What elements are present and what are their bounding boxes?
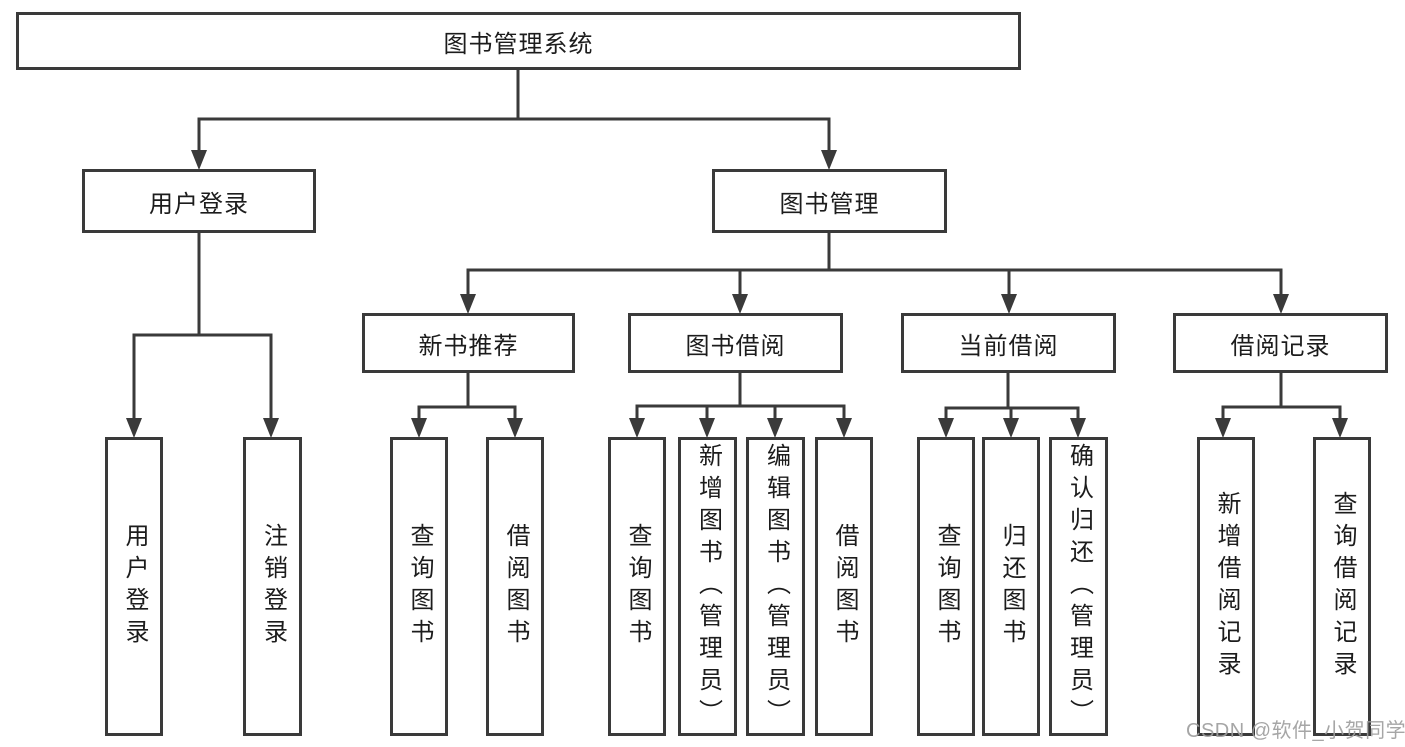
leaf-user-login: 用户登录	[105, 437, 163, 736]
leaf-borrow-query-books: 查询图书	[608, 437, 666, 736]
node-root-system: 图书管理系统	[16, 12, 1021, 70]
connector-current-borrow	[944, 373, 1080, 424]
csdn-watermark: CSDN @软件_小贺同学	[1186, 720, 1405, 742]
node-borrow-records: 借阅记录	[1173, 313, 1388, 373]
connector-borrow-records	[1221, 373, 1342, 424]
leaf-return-books: 归还图书	[982, 437, 1040, 736]
leaf-add-borrow-record: 新增借阅记录	[1197, 437, 1255, 736]
leaf-newbook-borrow-books: 借阅图书	[486, 437, 544, 736]
node-user-login-group: 用户登录	[82, 169, 316, 233]
leaf-add-books-admin: 新增图书（管理员）	[678, 437, 737, 736]
node-current-borrow: 当前借阅	[901, 313, 1116, 373]
connector-root	[197, 70, 831, 154]
leaf-newbook-query-books: 查询图书	[390, 437, 448, 736]
leaf-edit-books-admin: 编辑图书（管理员）	[746, 437, 805, 736]
leaf-borrow-books: 借阅图书	[815, 437, 873, 736]
leaf-logout: 注销登录	[243, 437, 302, 736]
leaf-query-borrow-record: 查询借阅记录	[1313, 437, 1371, 736]
connector-book-borrow	[635, 373, 846, 424]
node-new-book-recommend: 新书推荐	[362, 313, 575, 373]
leaf-confirm-return-admin: 确认归还（管理员）	[1049, 437, 1108, 736]
arrowheads	[126, 150, 1348, 438]
leaf-current-query-books: 查询图书	[917, 437, 975, 736]
node-book-borrow: 图书借阅	[628, 313, 843, 373]
connector-book-mgmt	[466, 233, 1283, 300]
node-book-management-group: 图书管理	[712, 169, 947, 233]
connector-new-book	[417, 373, 517, 424]
connector-user-login	[132, 233, 273, 424]
